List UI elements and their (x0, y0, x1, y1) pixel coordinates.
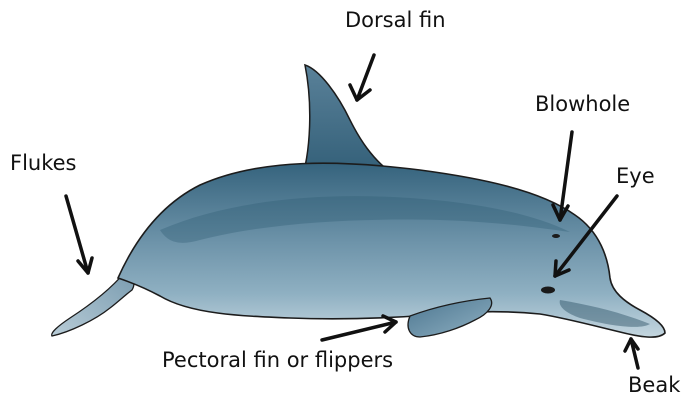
label-beak: Beak (628, 375, 680, 396)
flukes-arrow (66, 196, 92, 273)
label-blowhole: Blowhole (535, 94, 630, 115)
blowhole-mark (552, 234, 560, 238)
label-dorsal-fin: Dorsal fin (345, 10, 446, 31)
eye-mark (541, 287, 555, 294)
dorsal-fin-arrow (350, 55, 374, 100)
label-eye: Eye (616, 166, 655, 187)
label-pectoral-fin: Pectoral fin or flippers (162, 350, 393, 371)
flukes-shape (52, 272, 134, 336)
label-flukes: Flukes (10, 153, 77, 174)
beak-arrow (625, 339, 638, 368)
